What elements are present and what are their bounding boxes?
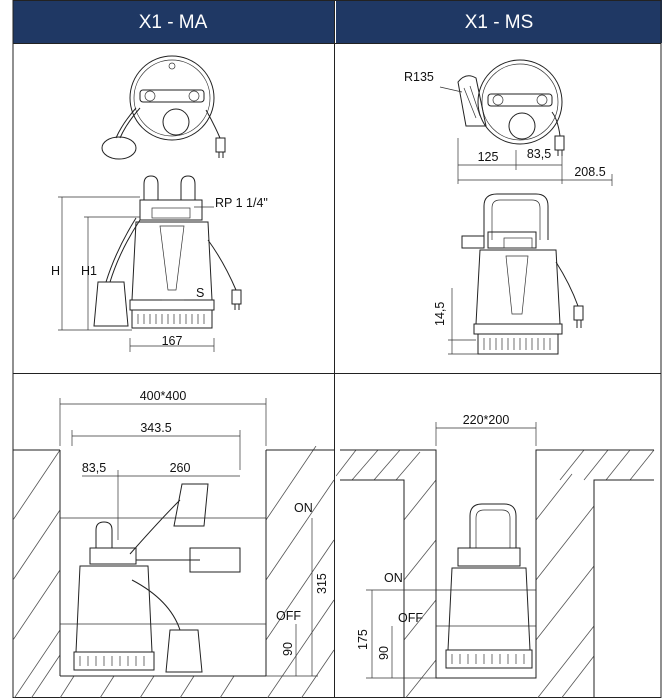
ma-pit-walls: [13, 449, 334, 677]
grid-frame: [12, 0, 662, 698]
ms-top-view: [457, 59, 565, 156]
header-ms-bg: [336, 0, 662, 43]
ma-inner-size: 343.5: [140, 421, 171, 435]
ma-connection-label: RP 1 1/4": [215, 196, 268, 210]
header-ma-title: X1 - MA: [139, 12, 208, 33]
ms-side-view: [461, 193, 584, 355]
ms-install-dimensions: [366, 422, 537, 679]
ms-dim-14-5: 14,5: [433, 302, 447, 326]
ms-top-dimensions: [439, 86, 613, 186]
ma-width-label: 167: [162, 334, 183, 348]
ma-height-label: H: [51, 264, 60, 278]
ma-offset: 83,5: [82, 461, 106, 475]
ma-off-label: OFF: [276, 609, 301, 623]
ma-pit-hatch: [13, 446, 334, 698]
ms-pit-size: 220*200: [463, 413, 510, 427]
ma-s-label: S: [196, 286, 204, 300]
ma-on-height: 315: [315, 573, 329, 594]
ms-off-height: 90: [377, 646, 391, 660]
ms-on-label: ON: [384, 571, 403, 585]
ma-top-view: [101, 55, 226, 160]
ma-reach: 260: [170, 461, 191, 475]
ma-on-label: ON: [294, 501, 313, 515]
ms-on-height: 175: [356, 629, 370, 650]
ma-pit-size: 400*400: [140, 389, 187, 403]
ma-off-height: 90: [281, 642, 295, 656]
ms-pit-hatch: [336, 449, 655, 698]
header-ma-bg: [13, 0, 334, 43]
ms-pit-walls: [340, 449, 654, 698]
ma-install-dimensions: [59, 398, 318, 677]
ms-dim-125: 125: [478, 150, 499, 164]
ma-dimensions: [58, 196, 215, 352]
ms-radius-label: R135: [404, 70, 434, 84]
ms-install-pump: [445, 503, 533, 669]
ms-dim-208-5: 208.5: [574, 165, 605, 179]
ms-side-dimensions: [448, 288, 478, 355]
ma-install-pump: [73, 483, 241, 673]
ms-off-label: OFF: [398, 611, 423, 625]
ma-h1-label: H1: [81, 264, 97, 278]
ms-dim-83-5: 83,5: [527, 147, 551, 161]
ma-side-view: [93, 175, 242, 329]
header-ms-title: X1 - MS: [465, 12, 534, 33]
